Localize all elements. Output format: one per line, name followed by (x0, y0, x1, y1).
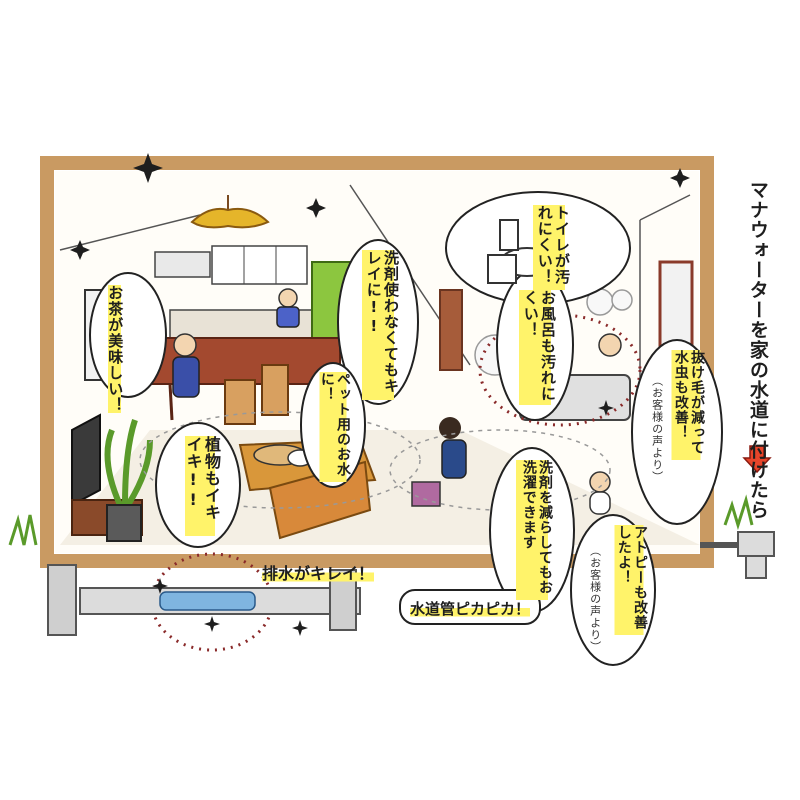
water-filter (737, 531, 775, 557)
clean-water (159, 591, 256, 611)
bubble-toilet-text: トイレが汚れにくい！ (528, 205, 571, 290)
bubble-plants-text: 植物もイキイキ!! (180, 436, 221, 536)
bubble-hair-text: 抜け毛が減って水虫も改善！ (667, 350, 705, 460)
grass (8, 514, 38, 546)
drain-label: 排水がキレイ！ (262, 564, 375, 583)
mother (439, 417, 461, 439)
title-line: マナウォーターを家の水道に付けたら (746, 180, 769, 520)
bubble-pet-text: ペット用のお水に！ (315, 372, 351, 482)
grandmother (173, 333, 197, 357)
ceiling-line (59, 214, 201, 251)
down-arrow-icon (742, 445, 772, 474)
bather (598, 333, 622, 357)
bubble-hair-note: （お客様の声より） (650, 375, 664, 483)
bubble-atopy-text: アトピーも改善したよ！ (610, 525, 648, 635)
chair (224, 379, 256, 425)
ceiling-lamp (190, 207, 270, 229)
baby (589, 471, 611, 493)
bubble-atopy-note: （お客様の声より） (588, 545, 602, 653)
right-window (658, 260, 694, 354)
chair (261, 364, 289, 416)
bubble-tea-text: お茶が美味しい！ (106, 285, 125, 413)
door (439, 289, 463, 371)
sparkle-icons (70, 153, 690, 636)
bubble-laundry-text: 洗剤を減らしてもお洗濯できます (511, 460, 553, 600)
cook (278, 288, 298, 308)
television (71, 413, 101, 507)
upper-cabinets (211, 245, 308, 285)
bubble-bath-text: お風呂も汚れにくい！ (514, 290, 557, 405)
pipe-label: 水道管ピカピカ！ (410, 600, 531, 618)
bubble-tea (89, 272, 167, 398)
laundry-basket (411, 481, 441, 507)
range-hood (154, 251, 211, 278)
bubble-detergent-text: 洗剤使わなくてもキレイに!! (357, 250, 400, 400)
grass (723, 494, 754, 531)
